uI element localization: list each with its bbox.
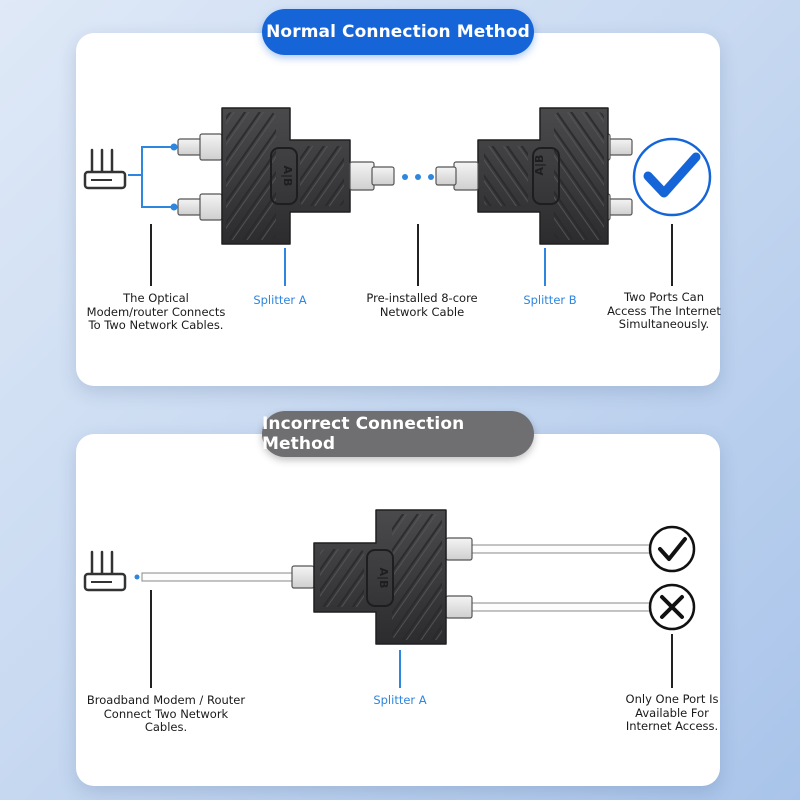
splitter-marking: A|B bbox=[377, 568, 390, 589]
splitter-a-bottom bbox=[313, 509, 447, 645]
modem-label: Broadband Modem / Router Connect Two Net… bbox=[86, 693, 246, 734]
splitter-a-top: A|B bbox=[177, 107, 395, 245]
modem-bracket bbox=[128, 143, 178, 211]
incorrect-connection-title: Incorrect Connection Method bbox=[262, 411, 534, 457]
leader-lines-bottom bbox=[150, 590, 673, 688]
splitter-b-top bbox=[435, 107, 633, 245]
normal-connection-title: Normal Connection Method bbox=[262, 9, 534, 55]
check-circle-icon bbox=[648, 525, 696, 573]
modem-label: The Optical Modem/router Connects To Two… bbox=[86, 291, 226, 332]
result-label: Only One Port Is Available For Internet … bbox=[625, 692, 719, 733]
leader-lines-top bbox=[150, 224, 673, 286]
router-icon bbox=[83, 148, 127, 190]
splitter-b-label: Splitter B bbox=[523, 293, 577, 307]
input-cable bbox=[141, 565, 315, 589]
cross-circle-icon bbox=[648, 583, 696, 631]
splitter-marking: A|B bbox=[533, 155, 546, 176]
check-circle-icon bbox=[632, 137, 712, 217]
result-label: Two Ports Can Access The Internet Simult… bbox=[607, 290, 721, 331]
router-icon bbox=[83, 550, 127, 592]
splitter-marking: A|B bbox=[281, 166, 294, 187]
output-cables bbox=[445, 537, 651, 619]
splitter-a-label: Splitter A bbox=[253, 293, 307, 307]
network-cable-dots bbox=[402, 174, 434, 180]
splitter-a-label: Splitter A bbox=[373, 693, 427, 707]
cable-label: Pre-installed 8-core Network Cable bbox=[366, 291, 478, 319]
